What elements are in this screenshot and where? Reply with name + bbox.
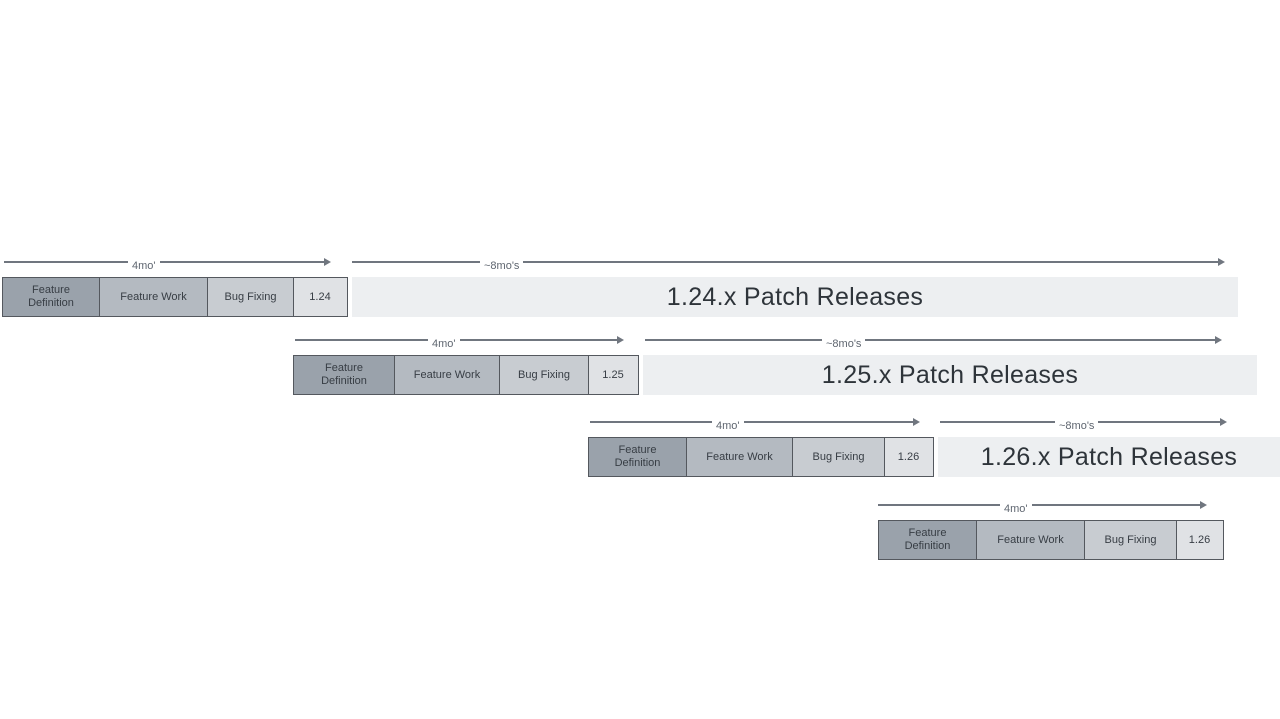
dev-duration-label: 4mo' [432,338,456,350]
phase-box-feature-definition: Feature Definition [2,277,100,317]
dev-duration-arrow: 4mo' [878,497,1207,515]
phase-label: Feature Work [120,290,187,303]
arrow-line [4,261,128,263]
patch-releases-bar: 1.24.x Patch Releases [352,277,1238,317]
version-label: 1.26 [1188,533,1211,546]
arrow-head-icon [913,418,920,426]
phase-label: Bug Fixing [224,290,277,303]
version-label: 1.24 [309,290,331,303]
patch-duration-label: ~8mo's [484,260,520,272]
phase-boxes: Feature Definition Feature Work Bug Fixi… [588,437,934,477]
phase-label: Feature Definition [614,444,661,469]
phase-box-feature-work: Feature Work [685,437,794,477]
patch-duration-label: ~8mo's [826,338,862,350]
version-box: 1.26 [1175,520,1224,560]
phase-label: Feature Work [413,368,481,381]
dev-duration-arrow: 4mo' [295,332,624,350]
arrow-line [459,339,617,341]
phase-boxes: Feature Definition Feature Work Bug Fixi… [878,520,1224,560]
phase-label: Bug Fixing [1104,533,1157,546]
phase-box-bug-fixing: Bug Fixing [499,355,589,395]
phase-box-bug-fixing: Bug Fixing [207,277,294,317]
phase-box-feature-definition: Feature Definition [293,355,395,395]
patch-duration-arrow: ~8mo's [645,332,1222,350]
version-box: 1.25 [587,355,639,395]
patch-duration-arrow: ~8mo's [940,414,1227,432]
patch-releases-label: 1.26.x Patch Releases [980,442,1238,471]
arrow-line [352,261,480,263]
arrow-line [743,421,913,423]
arrow-line [865,339,1215,341]
arrow-line [940,421,1055,423]
arrow-head-icon [1215,336,1222,344]
arrow-line [878,504,1000,506]
phase-label: Feature Work [706,450,773,463]
patch-releases-bar: 1.25.x Patch Releases [643,355,1257,395]
patch-releases-label: 1.24.x Patch Releases [666,282,924,311]
phase-box-feature-work: Feature Work [98,277,209,317]
arrow-line [159,261,324,263]
arrow-head-icon [324,258,331,266]
patch-duration-label: ~8mo's [1059,420,1095,432]
dev-duration-label: 4mo' [132,260,156,272]
dev-duration-arrow: 4mo' [590,414,920,432]
phase-box-bug-fixing: Bug Fixing [1084,520,1177,560]
arrow-head-icon [1200,501,1207,509]
arrow-line [1031,504,1200,506]
phase-label: Feature Definition [28,284,74,309]
arrow-head-icon [617,336,624,344]
arrow-line [523,261,1218,263]
dev-duration-arrow: 4mo' [4,254,331,272]
version-label: 1.25 [602,368,624,381]
version-box: 1.24 [292,277,348,317]
dev-duration-label: 4mo' [1004,503,1028,515]
arrow-line [295,339,428,341]
phase-box-bug-fixing: Bug Fixing [792,437,885,477]
phase-box-feature-work: Feature Work [975,520,1086,560]
arrow-head-icon [1218,258,1225,266]
arrow-line [590,421,712,423]
phase-label: Bug Fixing [812,450,865,463]
phase-box-feature-work: Feature Work [393,355,501,395]
arrow-line [1098,421,1220,423]
version-box: 1.26 [883,437,934,477]
phase-box-feature-definition: Feature Definition [878,520,977,560]
arrow-head-icon [1220,418,1227,426]
phase-label: Feature Definition [904,527,951,552]
phase-box-feature-definition: Feature Definition [588,437,687,477]
arrow-line [645,339,822,341]
phase-label: Feature Work [997,533,1064,546]
patch-releases-bar: 1.26.x Patch Releases [938,437,1280,477]
phase-boxes: Feature Definition Feature Work Bug Fixi… [2,277,348,317]
phase-boxes: Feature Definition Feature Work Bug Fixi… [293,355,639,395]
phase-label: Bug Fixing [518,368,570,381]
patch-releases-label: 1.25.x Patch Releases [821,360,1079,389]
patch-duration-arrow: ~8mo's [352,254,1225,272]
version-label: 1.26 [897,450,920,463]
phase-label: Feature Definition [321,362,367,387]
dev-duration-label: 4mo' [716,420,740,432]
